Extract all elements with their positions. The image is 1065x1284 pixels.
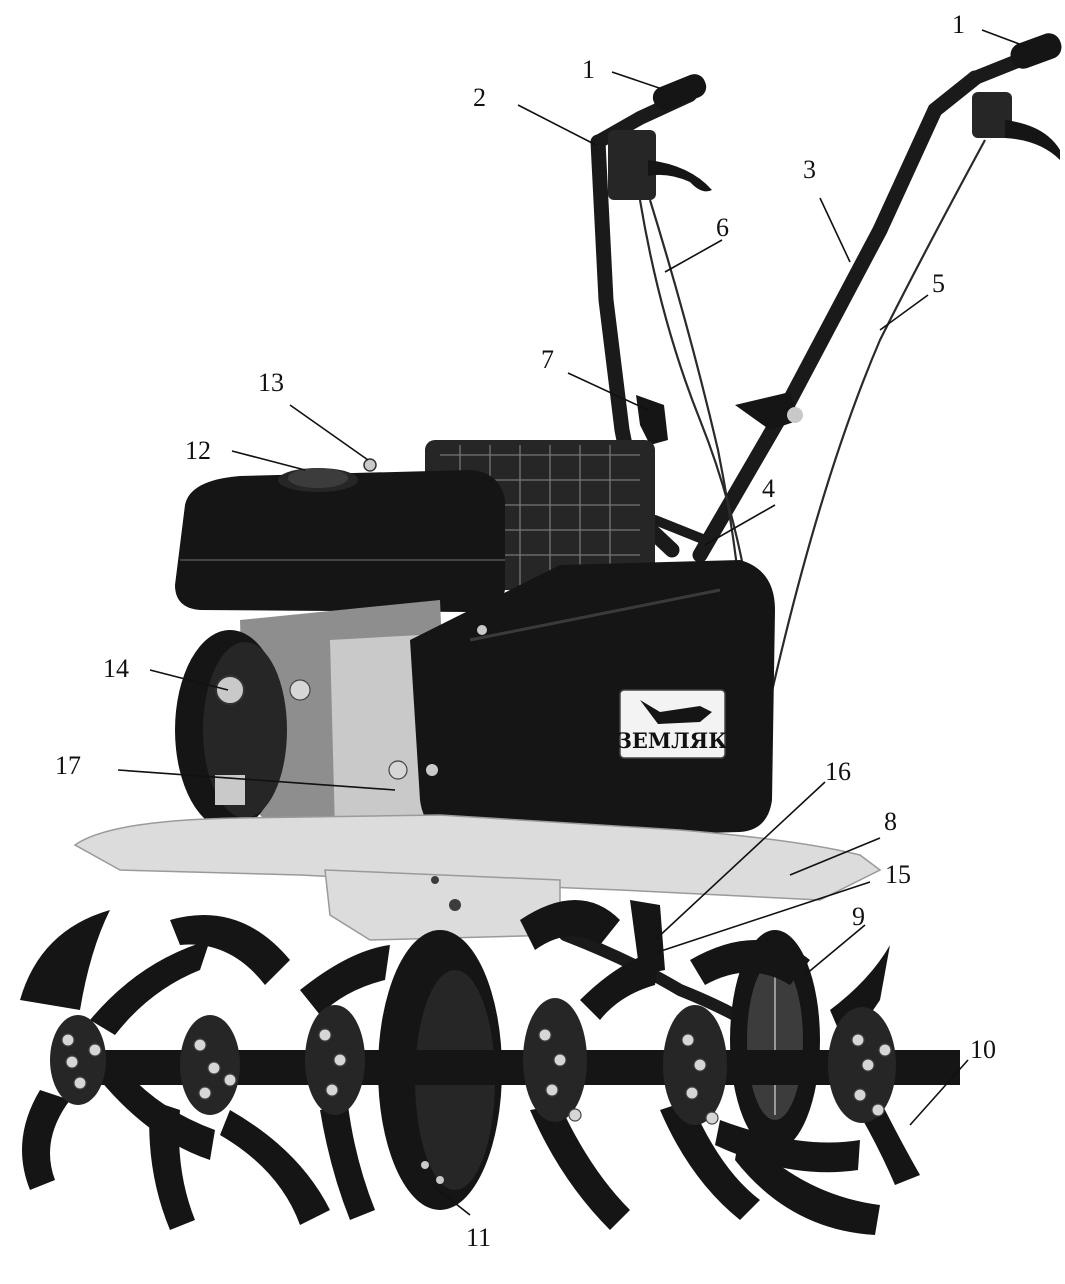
handle-grip-left [652,74,707,111]
brand-logo-text: ЗЕМЛЯК [617,728,728,753]
throttle-lever [608,130,712,200]
transmission-cover [410,560,775,840]
callout-1-right: 1 [952,10,965,39]
callout-5: 5 [932,269,945,298]
brand-logo-plate: ЗЕМЛЯК [617,689,728,759]
adjust-knob-left [636,395,668,445]
callout-12: 12 [185,436,211,465]
callout-7: 7 [541,345,554,374]
callout-14: 14 [103,654,129,683]
callout-4: 4 [762,474,775,503]
callout-16: 16 [825,757,851,786]
oil-drain-plug [388,760,408,780]
callout-8: 8 [884,807,897,836]
callout-3: 3 [803,155,816,184]
handle-grip-right [1010,33,1062,69]
callout-labels: 1 1 2 3 4 5 6 7 8 9 10 11 12 13 14 15 16… [55,10,996,1252]
carburetor [215,675,311,705]
tank-vent [363,458,377,472]
fuel-tank [175,468,505,612]
callout-11: 11 [466,1223,491,1252]
callout-2: 2 [473,83,486,112]
recoil-starter [175,630,287,830]
callout-10: 10 [970,1035,996,1064]
tiller-tines [20,900,920,1235]
callout-9: 9 [852,902,865,931]
adjust-knob-right [735,392,803,430]
handlebar-frame [590,53,1027,563]
callout-15: 15 [885,860,911,889]
fuel-cap [288,468,348,488]
leader-lines [117,29,1031,1216]
callout-17: 17 [55,751,81,780]
transport-wheel [730,930,820,1150]
tiller-shaft [60,1050,960,1085]
callout-1-left: 1 [582,55,595,84]
fender-deck [73,814,882,941]
clutch-lever [972,92,1060,160]
callout-13: 13 [258,368,284,397]
callout-6: 6 [716,213,729,242]
